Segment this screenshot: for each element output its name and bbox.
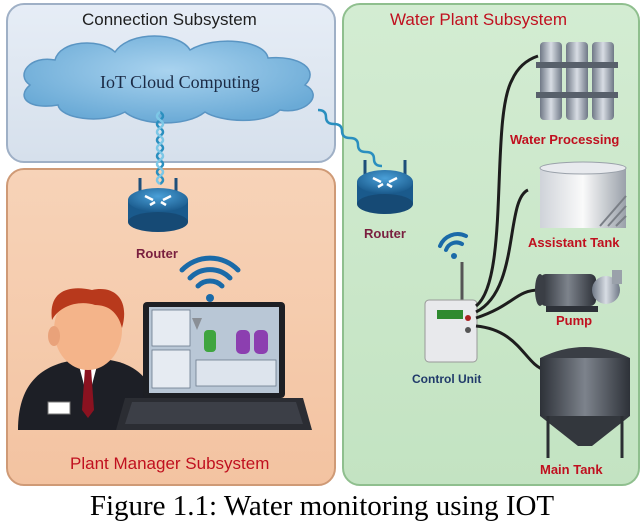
control-unit-label: Control Unit	[412, 372, 482, 386]
assistant-tank-label: Assistant Tank	[528, 235, 620, 250]
cloud-icon	[23, 35, 314, 124]
water-processing-label: Water Processing	[510, 132, 620, 147]
water-processing-icon	[536, 42, 618, 120]
wifi-icon-laptop	[179, 255, 241, 302]
plant-manager-subsystem-title: Plant Manager Subsystem	[70, 454, 270, 473]
router-icon-right	[357, 160, 413, 214]
main-tank-label: Main Tank	[540, 462, 603, 477]
water-plant-subsystem-title: Water Plant Subsystem	[390, 10, 567, 29]
control-unit-icon	[424, 262, 478, 363]
pump-icon	[535, 270, 622, 312]
assistant-tank-icon	[539, 161, 627, 228]
control-cables	[474, 54, 546, 372]
cloud-label: IoT Cloud Computing	[100, 72, 260, 92]
wireless-link-right	[317, 108, 383, 168]
figure-caption: Figure 1.1: Water monitoring using IOT	[89, 490, 555, 522]
laptop-dashboard-icon	[116, 302, 312, 430]
router-icon-left	[128, 178, 188, 232]
wifi-icon-control-unit	[438, 232, 468, 259]
connection-subsystem-title: Connection Subsystem	[82, 10, 257, 29]
router-label-left: Router	[136, 246, 178, 261]
router-label-right: Router	[364, 226, 406, 241]
main-tank-icon	[540, 347, 630, 458]
pump-label: Pump	[556, 313, 593, 328]
wireless-link-left	[155, 110, 165, 186]
